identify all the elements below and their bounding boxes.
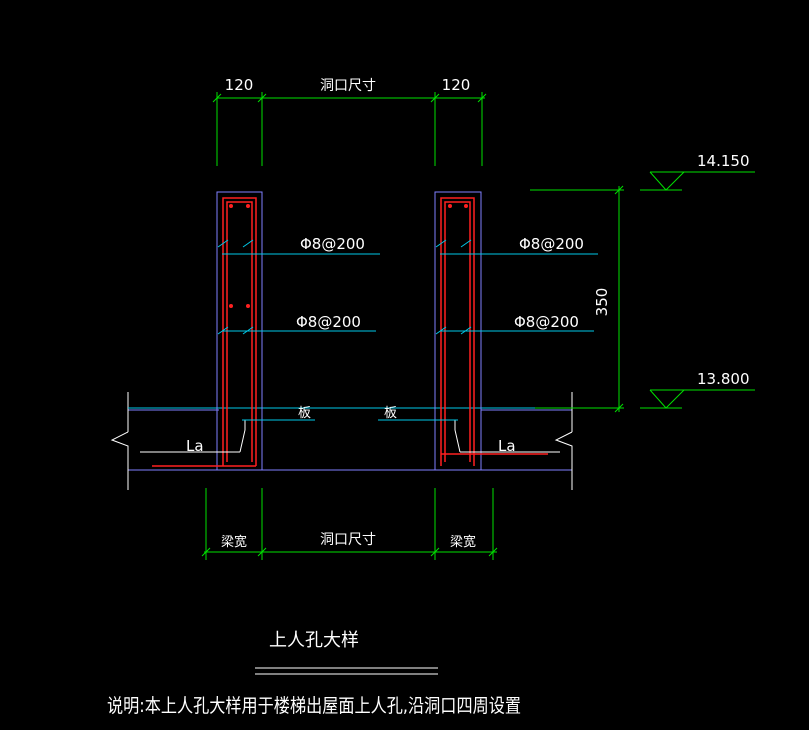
elevation-label-bottom: 13.800 [697, 370, 750, 388]
height-dimension [530, 185, 624, 413]
rebar-leaders [222, 253, 598, 421]
elevation-marker-bottom [640, 389, 755, 409]
rebar-label-right-lower: Φ8@200 [514, 313, 579, 331]
drawing-note: 说明:本上人孔大样用于楼梯出屋面上人孔,沿洞口四周设置 [107, 695, 521, 717]
slab-outline [128, 409, 572, 471]
left-upstand-wall [140, 191, 263, 471]
rebar-label-left-lower: Φ8@200 [296, 313, 361, 331]
bottom-dim-left-label: 梁宽 [221, 534, 247, 550]
top-dim-middle-label: 洞口尺寸 [320, 78, 376, 94]
slab-label-left: 板 [298, 406, 311, 421]
bottom-dimension-chain [201, 488, 498, 560]
top-dim-right-label: 120 [442, 76, 471, 94]
anchor-label-left: La [186, 437, 204, 455]
title-underline [255, 667, 438, 675]
slab-label-right: 板 [384, 406, 397, 421]
top-dimension-chain [212, 92, 487, 166]
elevation-label-top: 14.150 [697, 152, 750, 170]
rebar-label-right-upper: Φ8@200 [519, 235, 584, 253]
right-upstand-wall [434, 191, 560, 471]
height-dim-label: 350 [593, 288, 611, 317]
bottom-dim-middle-label: 洞口尺寸 [320, 532, 376, 548]
rebar-label-left-upper: Φ8@200 [300, 235, 365, 253]
top-dim-left-label: 120 [225, 76, 254, 94]
bottom-dim-right-label: 梁宽 [450, 534, 476, 550]
slab-edge-lines [110, 392, 573, 490]
elevation-marker-top [640, 171, 755, 191]
drawing-title: 上人孔大样 [269, 630, 359, 651]
anchor-label-right: La [498, 437, 516, 455]
